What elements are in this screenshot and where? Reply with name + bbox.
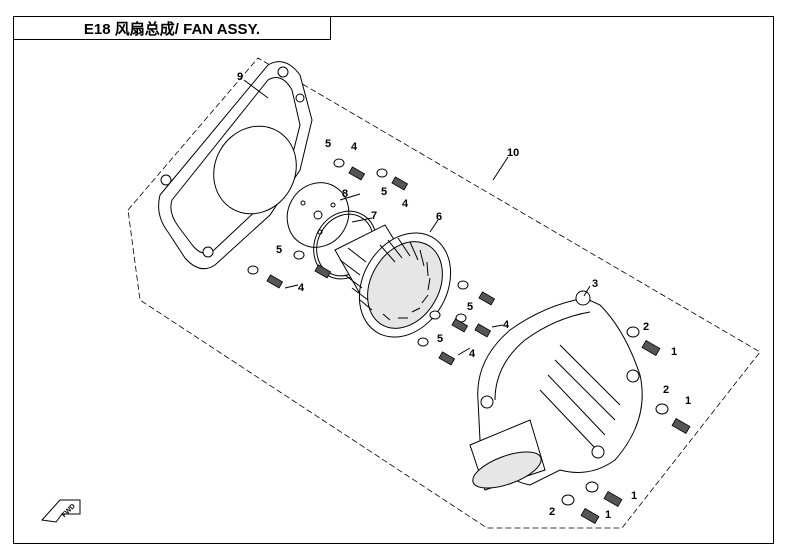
callout-9: 9 [237, 71, 243, 83]
callout-3: 3 [592, 278, 598, 290]
callout-4: 4 [503, 319, 510, 331]
fan-cover-3 [469, 290, 643, 491]
callout-4: 4 [402, 198, 409, 210]
diagram-title: E18 风扇总成/ FAN ASSY. [13, 16, 331, 40]
callout-4: 4 [351, 141, 358, 153]
plate-8 [286, 182, 350, 248]
callout-8: 8 [342, 188, 348, 200]
callout-5: 5 [381, 186, 387, 198]
callout-5: 5 [437, 333, 443, 345]
callout-7: 7 [371, 210, 377, 222]
leader-lines [243, 79, 591, 356]
fwd-arrow-icon: FWD [41, 499, 81, 523]
callout-2: 2 [643, 321, 649, 333]
callout-1: 1 [671, 346, 677, 358]
callout-1: 1 [605, 509, 611, 521]
callout-4: 4 [469, 348, 476, 360]
callout-6: 6 [436, 211, 442, 223]
callout-10: 10 [507, 147, 519, 159]
callout-2: 2 [663, 384, 669, 396]
fasteners-upper [247, 158, 409, 289]
callout-1: 1 [685, 395, 691, 407]
callout-1: 1 [631, 490, 637, 502]
callout-5: 5 [325, 138, 331, 150]
callout-4: 4 [298, 282, 305, 294]
callout-5: 5 [276, 244, 282, 256]
fasteners-middle [417, 280, 496, 366]
callout-2: 2 [549, 506, 555, 518]
drawing-frame [13, 16, 774, 544]
callout-5: 5 [467, 301, 473, 313]
back-plate-9 [158, 61, 313, 270]
assembly-outline-10 [127, 57, 761, 529]
fasteners-right [561, 326, 691, 525]
fan-6 [334, 224, 452, 338]
